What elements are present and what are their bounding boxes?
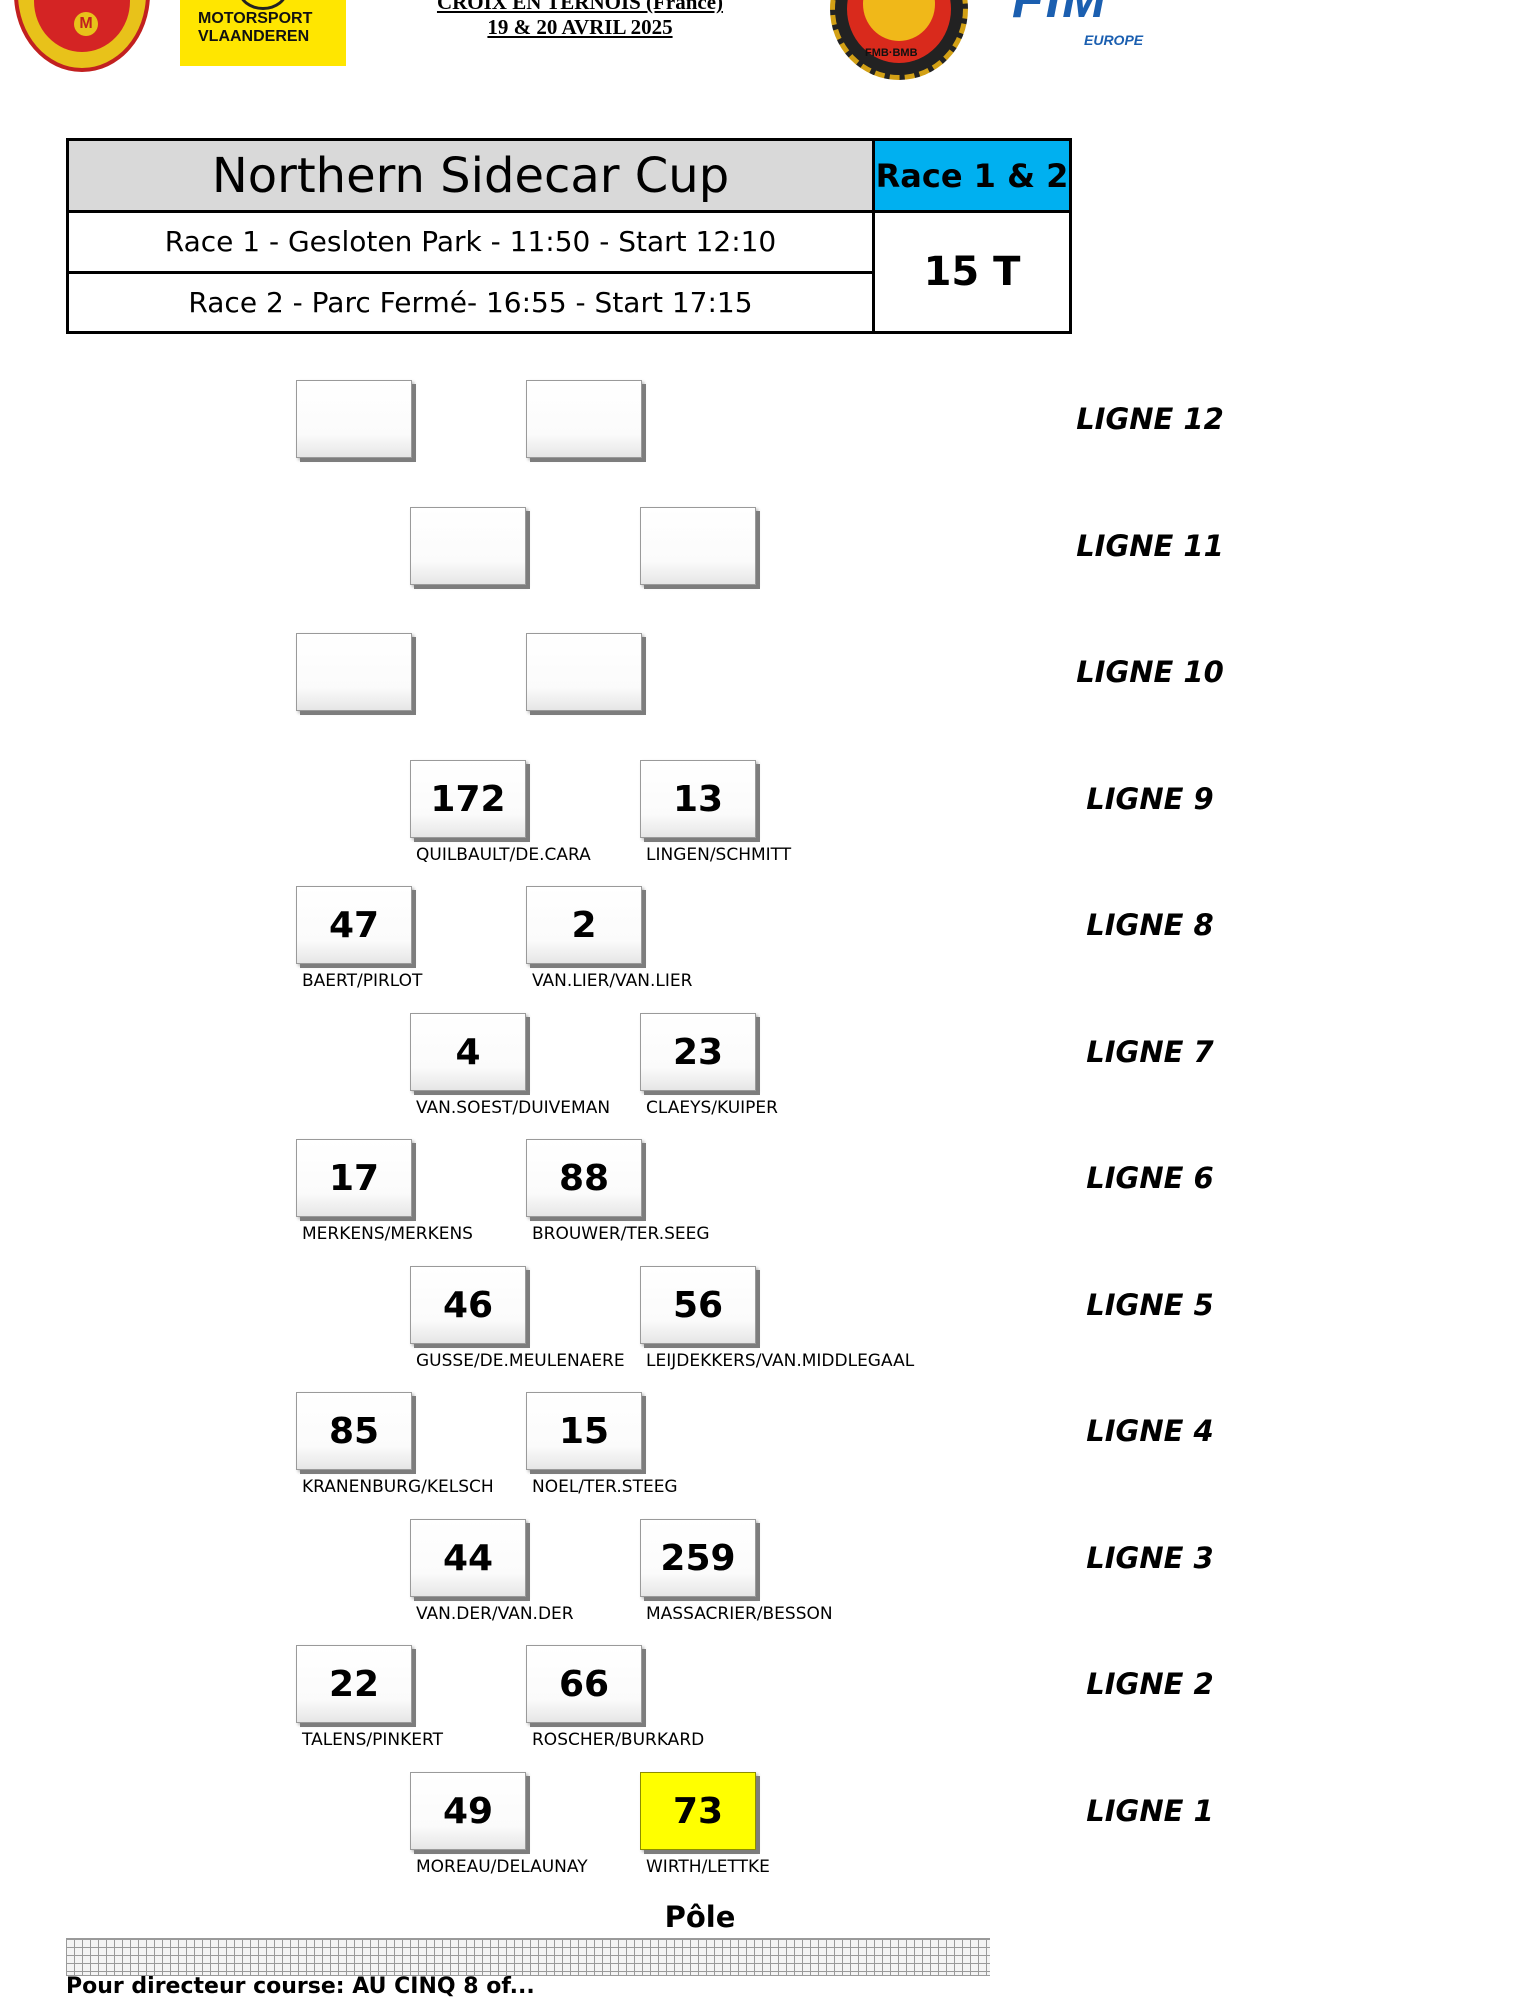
- grid-slot-number: 47: [296, 886, 412, 964]
- grid-slot-number: 22: [296, 1645, 412, 1723]
- grid-slot-crew: NOEL/TER.STEEG: [532, 1477, 678, 1497]
- grid-slot-number: [526, 633, 642, 711]
- grid-slot-crew: LINGEN/SCHMITT: [646, 845, 792, 865]
- grid-row-label: LIGNE 4: [1086, 1414, 1214, 1448]
- grid-slot-crew: WIRTH/LETTKE: [646, 1857, 770, 1877]
- event-title: CROIX EN TERNOIS (France): [436, 0, 724, 14]
- grid-slot-crew: MERKENS/MERKENS: [302, 1224, 473, 1244]
- grid-slot-number: 88: [526, 1139, 642, 1217]
- grid-slot-crew: LEIJDEKKERS/VAN.MIDDLEGAAL: [646, 1351, 915, 1371]
- grid-row-label: LIGNE 8: [1086, 908, 1214, 942]
- grid-row-label: LIGNE 9: [1086, 782, 1214, 816]
- grid-row-label: LIGNE 5: [1086, 1288, 1214, 1322]
- fmb-logo-text: FMB·BMB: [865, 47, 918, 59]
- grid-row-label: LIGNE 7: [1086, 1035, 1214, 1069]
- grid-slot-crew: MASSACRIER/BESSON: [646, 1604, 833, 1624]
- fim-logo-subtext: EUROPE: [1084, 32, 1144, 48]
- grid-slot-crew: VAN.SOEST/DUIVEMAN: [416, 1098, 611, 1118]
- grid-row-label: LIGNE 11: [1076, 529, 1224, 563]
- event-date: 19 & 20 AVRIL 2025: [487, 15, 673, 39]
- grid-slot-crew: QUILBAULT/DE.CARA: [416, 845, 591, 865]
- grid-row-label: LIGNE 2: [1086, 1667, 1214, 1701]
- club-logo-letter: M: [74, 12, 98, 36]
- grid-slot-number: 15: [526, 1392, 642, 1470]
- grid-slot-number: 23: [640, 1013, 756, 1091]
- grid-slot-number: 13: [640, 760, 756, 838]
- grid-row-label: LIGNE 10: [1076, 655, 1224, 689]
- grid-slot-crew: TALENS/PINKERT: [302, 1730, 443, 1750]
- footer-text: Pour directeur course: AU CINQ 8 of...: [66, 1974, 535, 1999]
- fim-logo-text: FIM: [1012, 0, 1108, 29]
- start-line-strip: [66, 1938, 990, 1976]
- grid-slot-crew: ROSCHER/BURKARD: [532, 1730, 705, 1750]
- grid-slot-number: [640, 507, 756, 585]
- grid-slot-number: 66: [526, 1645, 642, 1723]
- grid-row-label: LIGNE 3: [1086, 1541, 1214, 1575]
- race1-schedule: Race 1 - Gesloten Park - 11:50 - Start 1…: [69, 213, 875, 274]
- grid-slot-crew: BAERT/PIRLOT: [302, 971, 423, 991]
- grid-slot-crew: VAN.LIER/VAN.LIER: [532, 971, 693, 991]
- grid-slot-number: [296, 633, 412, 711]
- grid-slot-crew: CLAEYS/KUIPER: [646, 1098, 778, 1118]
- grid-row-label: LIGNE 1: [1086, 1794, 1214, 1828]
- grid-slot-number: [296, 380, 412, 458]
- grid-slot-crew: KRANENBURG/KELSCH: [302, 1477, 494, 1497]
- grid-slot-number: 17: [296, 1139, 412, 1217]
- race2-schedule: Race 2 - Parc Fermé- 16:55 - Start 17:15: [69, 274, 875, 331]
- grid-slot-number: 56: [640, 1266, 756, 1344]
- grid-slot-crew: BROUWER/TER.SEEG: [532, 1224, 710, 1244]
- motorsport-vlaanderen-logo: MOTORSPORT VLAANDEREN: [180, 0, 346, 66]
- fim-europe-logo: FIM EUROPE: [1012, 0, 1172, 56]
- grid-slot-number: 46: [410, 1266, 526, 1344]
- grid-slot-crew: GUSSE/DE.MEULENAERE: [416, 1351, 625, 1371]
- grid-slot-number: 259: [640, 1519, 756, 1597]
- club-logo-year: 1929: [68, 54, 89, 64]
- grid-slot-number: 172: [410, 760, 526, 838]
- grid-slot-number: 73: [640, 1772, 756, 1850]
- grid-row-label: LIGNE 12: [1076, 402, 1224, 436]
- race-header-table: Northern Sidecar Cup Race 1 & 2 Race 1 -…: [66, 138, 1072, 334]
- grid-row-label: LIGNE 6: [1086, 1161, 1214, 1195]
- grid-slot-number: [410, 507, 526, 585]
- grid-slot-crew: MOREAU/DELAUNAY: [416, 1857, 588, 1877]
- grid-slot-number: 85: [296, 1392, 412, 1470]
- mv-logo-text: MOTORSPORT VLAANDEREN: [198, 10, 313, 45]
- cup-title: Northern Sidecar Cup: [69, 141, 875, 213]
- grid-slot-number: 49: [410, 1772, 526, 1850]
- pole-label: Pôle: [664, 1900, 736, 1934]
- lap-count: 15 T: [923, 249, 1021, 295]
- grid-slot-crew: VAN.DER/VAN.DER: [416, 1604, 574, 1624]
- grid-slot-number: 2: [526, 886, 642, 964]
- grid-slot-number: 4: [410, 1013, 526, 1091]
- race-badge: Race 1 & 2: [875, 141, 1069, 213]
- grid-slot-number: [526, 380, 642, 458]
- grid-slot-number: 44: [410, 1519, 526, 1597]
